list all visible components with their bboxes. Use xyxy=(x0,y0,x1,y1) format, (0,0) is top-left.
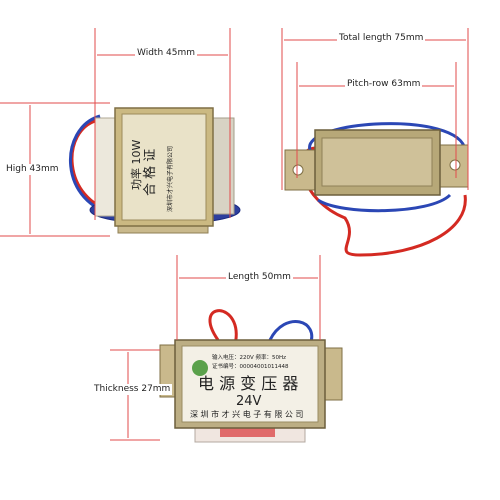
length-label: Length 50mm xyxy=(226,272,293,283)
width-label: Width 45mm xyxy=(135,48,197,59)
plate-output-voltage: 24V xyxy=(236,394,262,409)
length-pitch-dim-lines xyxy=(281,28,469,190)
thickness-label: Thickness 27mm xyxy=(92,384,173,395)
label-view-photo: 输入电压：220V 频率：50Hz 证书编号：00004001011448 电 … xyxy=(159,309,343,443)
side-plate-power: 功率 10W xyxy=(129,140,143,190)
pitch-row-label: Pitch-row 63mm xyxy=(345,79,423,90)
side-plate-certificate: 合 格 证 xyxy=(142,149,158,196)
plate-manufacturer: 深 圳 市 才 兴 电 子 有 限 公 司 xyxy=(190,409,303,419)
plate-cert-no: 证书编号：00004001011448 xyxy=(212,362,289,370)
plate-product-name: 电 源 变 压 器 xyxy=(198,374,298,393)
front-view-photo: 功率 10W 合 格 证 深圳市才兴电子有限公司 xyxy=(69,107,241,234)
high-label: High 43mm xyxy=(4,164,61,175)
total-length-label: Total length 75mm xyxy=(337,33,426,44)
side-plate-manufacturer: 深圳市才兴电子有限公司 xyxy=(166,146,174,212)
top-view-photo xyxy=(284,122,469,257)
plate-input-voltage: 输入电压：220V 频率：50Hz xyxy=(212,353,286,361)
